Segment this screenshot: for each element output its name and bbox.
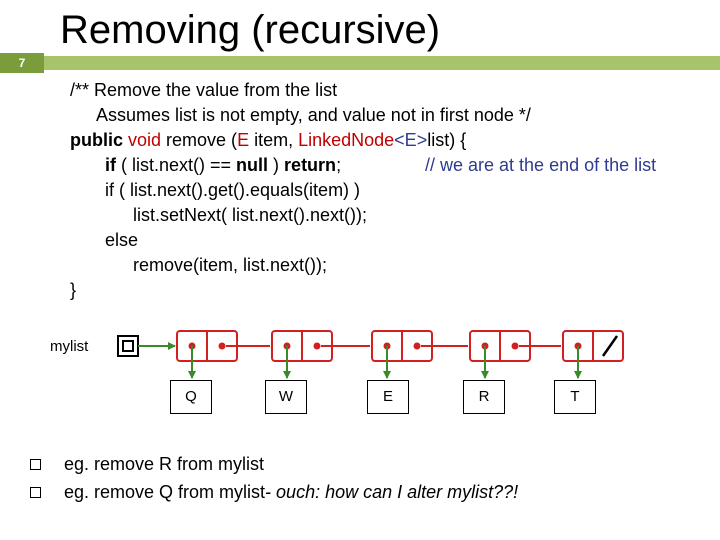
code-line-8: remove(item, list.next());: [70, 253, 531, 278]
inline-comment: // we are at the end of the list: [425, 155, 657, 175]
code-line-1: /** Remove the value from the list: [70, 78, 531, 103]
code-text: ;: [336, 155, 342, 175]
bullet-list: eg. remove R from mylist eg. remove Q fr…: [30, 450, 518, 506]
code-text: remove(item, list.next());: [133, 255, 328, 275]
code-text: ( list.next() ==: [116, 155, 237, 175]
value-box-w: W: [265, 380, 307, 414]
doc-comment-line-1: /** Remove the value from the list: [70, 80, 338, 100]
doc-comment-line-2: Assumes list is not empty, and value not…: [96, 105, 531, 125]
code-text: remove (: [161, 130, 238, 150]
bullet-text-2-italic: - ouch: how can I alter mylist: [265, 482, 494, 502]
keyword-return: return: [284, 155, 337, 175]
bullet-text-1: eg. remove R from mylist: [64, 454, 265, 474]
code-line-9: }: [70, 278, 531, 303]
type-linkednode: LinkedNode: [298, 130, 395, 150]
bullet-box-icon: [30, 486, 41, 498]
bullet-box-icon: [30, 458, 41, 470]
bullet-text-2: eg. remove Q from mylist: [64, 482, 266, 502]
type-generic: <E>: [394, 130, 428, 150]
code-line-3: public void remove (E item, LinkedNode<E…: [70, 128, 531, 153]
code-text: }: [70, 280, 77, 300]
slide-title: Removing (recursive): [60, 8, 441, 52]
mylist-head-inner: [122, 340, 134, 352]
keyword-null: null: [236, 155, 269, 175]
code-text: else: [105, 230, 139, 250]
node-w-next-dot: [313, 342, 321, 350]
keyword-if: if: [105, 155, 116, 175]
slide-number-bar: [0, 53, 44, 73]
node-e-next-dot: [413, 342, 421, 350]
value-box-e: E: [367, 380, 409, 414]
code-line-6: list.setNext( list.next().next());: [70, 203, 531, 228]
title-underline-bar: [44, 56, 720, 70]
slide-number: 7: [18, 56, 26, 70]
value-box-r: R: [463, 380, 505, 414]
code-line-5: if ( list.next().get().equals(item) ): [70, 178, 531, 203]
bullet-item-1: eg. remove R from mylist: [30, 450, 518, 478]
node-q-next-dot: [218, 342, 226, 350]
null-pointer-slash: [601, 335, 619, 357]
code-text: ): [268, 155, 285, 175]
code-text: list.setNext( list.next().next());: [133, 205, 368, 225]
value-box-t: T: [554, 380, 596, 414]
keyword-public: public: [70, 130, 128, 150]
bullet-text-2-tail: ??!: [493, 482, 519, 502]
value-box-q: Q: [170, 380, 212, 414]
type-e: E: [237, 130, 250, 150]
code-line-2: Assumes list is not empty, and value not…: [70, 103, 531, 128]
code-text: if ( list.next().get().equals(item) ): [105, 180, 361, 200]
code-line-7: else: [70, 228, 531, 253]
node-r-next-dot: [511, 342, 519, 350]
type-void: void: [128, 130, 162, 150]
mylist-label: mylist: [50, 338, 89, 355]
code-line-4: if ( list.next() == null ) return; // we …: [70, 153, 656, 178]
code-block: /** Remove the value from the list Assum…: [70, 78, 656, 303]
code-text: list) {: [427, 130, 467, 150]
code-text: item,: [249, 130, 299, 150]
bullet-item-2: eg. remove Q from mylist - ouch: how can…: [30, 478, 518, 506]
